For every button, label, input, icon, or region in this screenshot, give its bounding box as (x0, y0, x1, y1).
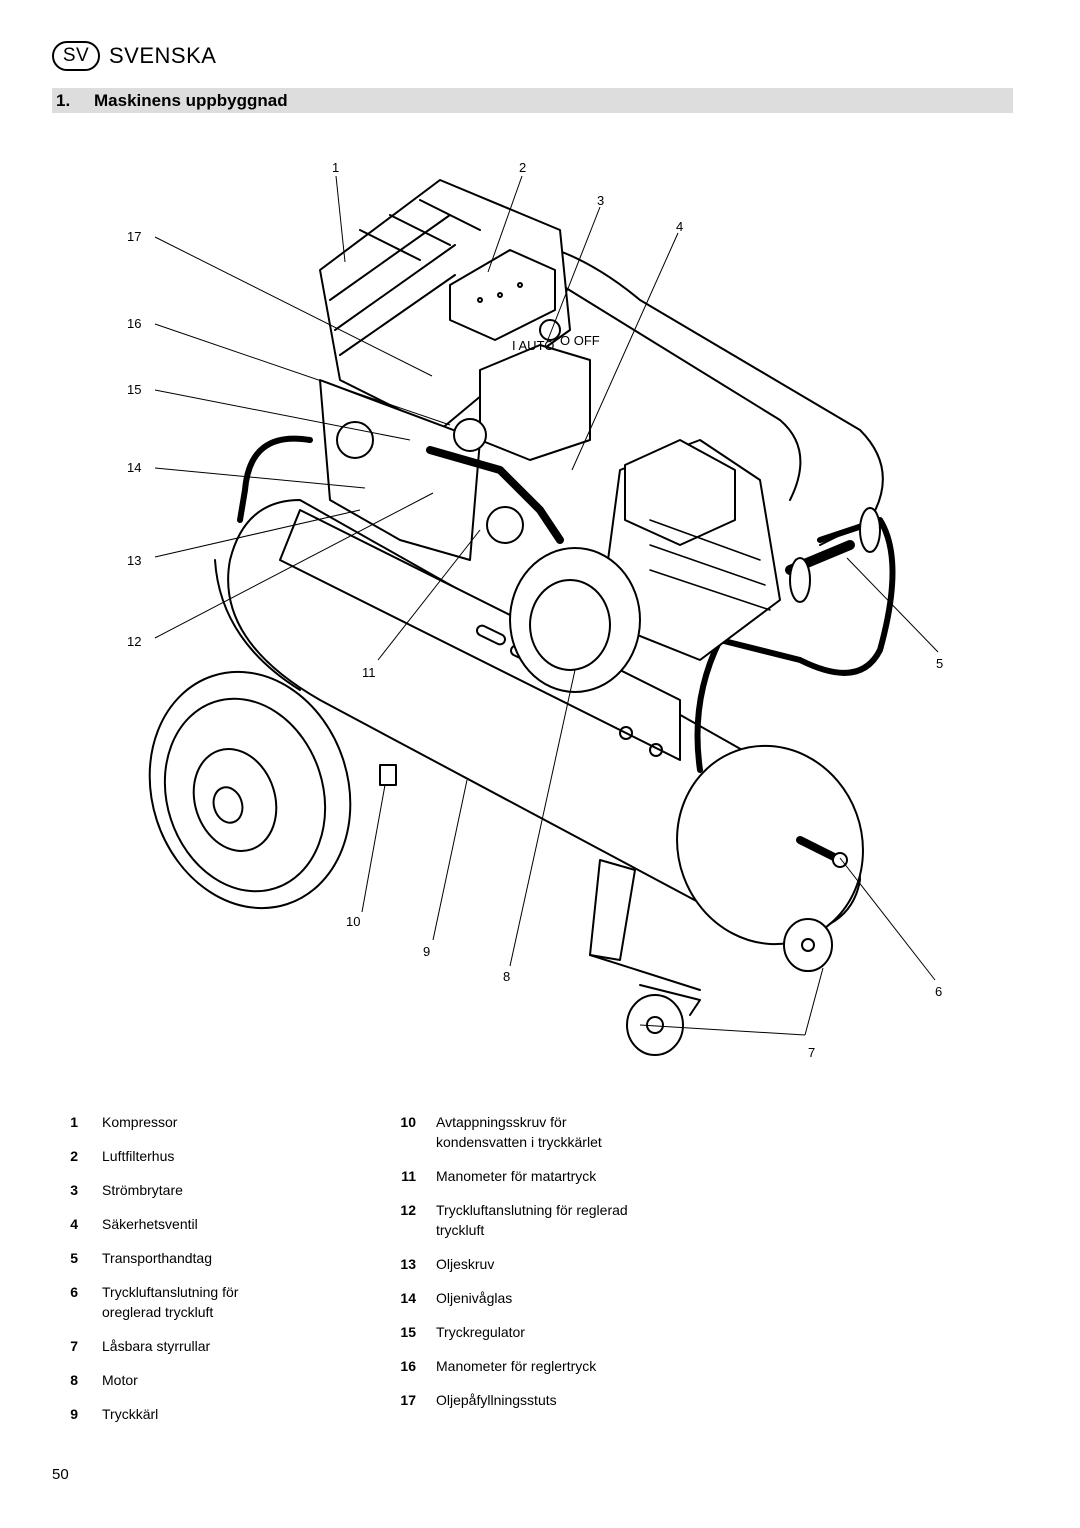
page-number: 50 (52, 1466, 69, 1483)
callout-6: 6 (935, 984, 942, 999)
motor-fan-cover (509, 547, 641, 693)
callout-8: 8 (503, 969, 510, 984)
language-name: SVENSKA (109, 43, 217, 68)
callout-2: 2 (519, 160, 526, 175)
callout-16: 16 (127, 316, 141, 331)
callout-1: 1 (332, 160, 339, 175)
compressor-diagram: I AUTO O OFF 1 2 3 4 5 6 7 8 9 10 11 12 … (127, 160, 943, 1060)
callout-5: 5 (936, 656, 943, 671)
transport-wheel (148, 670, 352, 910)
language-header: SV SVENSKA (52, 38, 216, 74)
transport-handle (694, 517, 896, 773)
callout-4: 4 (676, 219, 683, 234)
callout-14: 14 (127, 460, 141, 475)
switch-label-off: O OFF (560, 333, 600, 348)
callout-15: 15 (127, 382, 141, 397)
section-heading-bar: 1. Maskinens uppbyggnad (52, 88, 1013, 113)
pressure-switch (479, 344, 591, 461)
callout-17: 17 (127, 229, 141, 244)
callout-11: 11 (362, 665, 376, 680)
callout-7: 7 (808, 1045, 815, 1060)
castor-wheel-right (783, 918, 833, 972)
section-number: 1. (56, 90, 71, 110)
switch-label-auto: I AUTO (512, 338, 554, 353)
callout-3: 3 (597, 193, 604, 208)
callout-9: 9 (423, 944, 430, 959)
callout-10: 10 (346, 914, 360, 929)
supply-gauge (486, 506, 524, 544)
callout-12: 12 (127, 634, 141, 649)
regulator-gauge (453, 418, 487, 452)
callout-13: 13 (127, 553, 141, 568)
castor-wheel-left (626, 994, 684, 1056)
language-code-badge: SV (52, 41, 100, 71)
section-title: Maskinens uppbyggnad (94, 90, 288, 110)
